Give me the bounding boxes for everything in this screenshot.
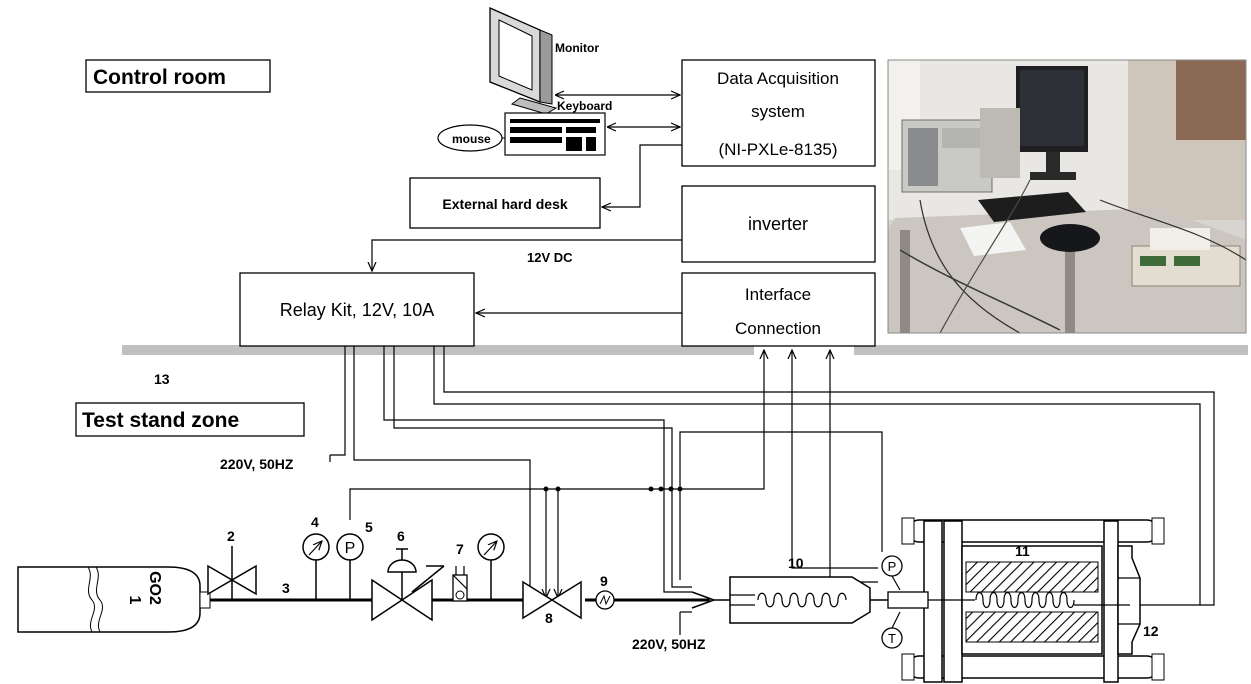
mouse-icon: mouse [438, 125, 505, 151]
label-7: 7 [456, 541, 464, 557]
upper-power-label: 220V, 50HZ [220, 456, 294, 472]
keyboard-label: Keyboard [557, 99, 612, 113]
svg-text:Data Acquisition: Data Acquisition [717, 69, 839, 88]
relay-kit-box: Relay Kit, 12V, 10A [240, 273, 474, 346]
wall-number-label: 13 [154, 371, 170, 387]
pressure-gauge-4 [303, 534, 329, 600]
pressure-regulator-6 [372, 549, 444, 620]
keyboard-icon [505, 113, 605, 155]
label-10: 10 [788, 555, 804, 571]
label-9: 9 [600, 573, 608, 589]
svg-text:inverter: inverter [748, 214, 808, 234]
pressure-gauge [478, 534, 504, 600]
svg-text:Interface: Interface [745, 285, 811, 304]
chamber-pressure-sensor: P [882, 556, 902, 590]
svg-text:T: T [888, 631, 896, 646]
daq-to-disk-link [602, 145, 682, 207]
interface-connection-box: Interface Connection [682, 273, 875, 346]
label-3: 3 [282, 580, 290, 596]
svg-text:Test stand zone: Test stand zone [82, 409, 239, 432]
label-2: 2 [227, 528, 235, 544]
svg-text:Control room: Control room [93, 66, 226, 89]
inverter-box: inverter [682, 186, 875, 262]
svg-text:P: P [345, 540, 356, 557]
shutoff-valve-2 [208, 546, 256, 600]
monitor-icon [490, 8, 556, 114]
svg-text:Relay Kit, 12V, 10A: Relay Kit, 12V, 10A [280, 300, 434, 320]
svg-text:system: system [751, 102, 805, 121]
svg-text:Connection: Connection [735, 319, 821, 338]
lower-power-label: 220V, 50HZ [632, 636, 706, 652]
flow-meter-9 [596, 591, 614, 609]
label-11: 11 [1015, 543, 1030, 559]
pressure-sensor-5: P [337, 534, 363, 600]
svg-text:External hard desk: External hard desk [442, 196, 567, 212]
label-8: 8 [545, 610, 553, 626]
setup-photo [888, 60, 1246, 333]
monitor-label: Monitor [555, 41, 599, 55]
data-acquisition-box: Data Acquisition system (NI-PXLe-8135) [682, 60, 875, 166]
igniter-10 [692, 577, 890, 623]
dc-voltage-label: 12V DC [527, 250, 573, 265]
svg-text:1: 1 [126, 596, 143, 605]
label-6: 6 [397, 528, 405, 544]
label-12: 12 [1143, 623, 1159, 639]
label-4: 4 [311, 514, 319, 530]
mouse-label: mouse [452, 132, 491, 146]
filter-7 [453, 566, 467, 601]
external-hard-disk-box: External hard desk [410, 178, 600, 228]
svg-text:P: P [888, 559, 897, 574]
svg-text:(NI-PXLe-8135): (NI-PXLe-8135) [718, 140, 837, 159]
chamber-temperature-sensor: T [882, 612, 902, 648]
svg-text:GO2: GO2 [146, 571, 163, 605]
test-stand-zone-label: Test stand zone [76, 403, 304, 436]
label-5: 5 [365, 519, 373, 535]
control-room-label: Control room [86, 60, 270, 92]
gas-cylinder: GO2 1 [18, 567, 210, 632]
